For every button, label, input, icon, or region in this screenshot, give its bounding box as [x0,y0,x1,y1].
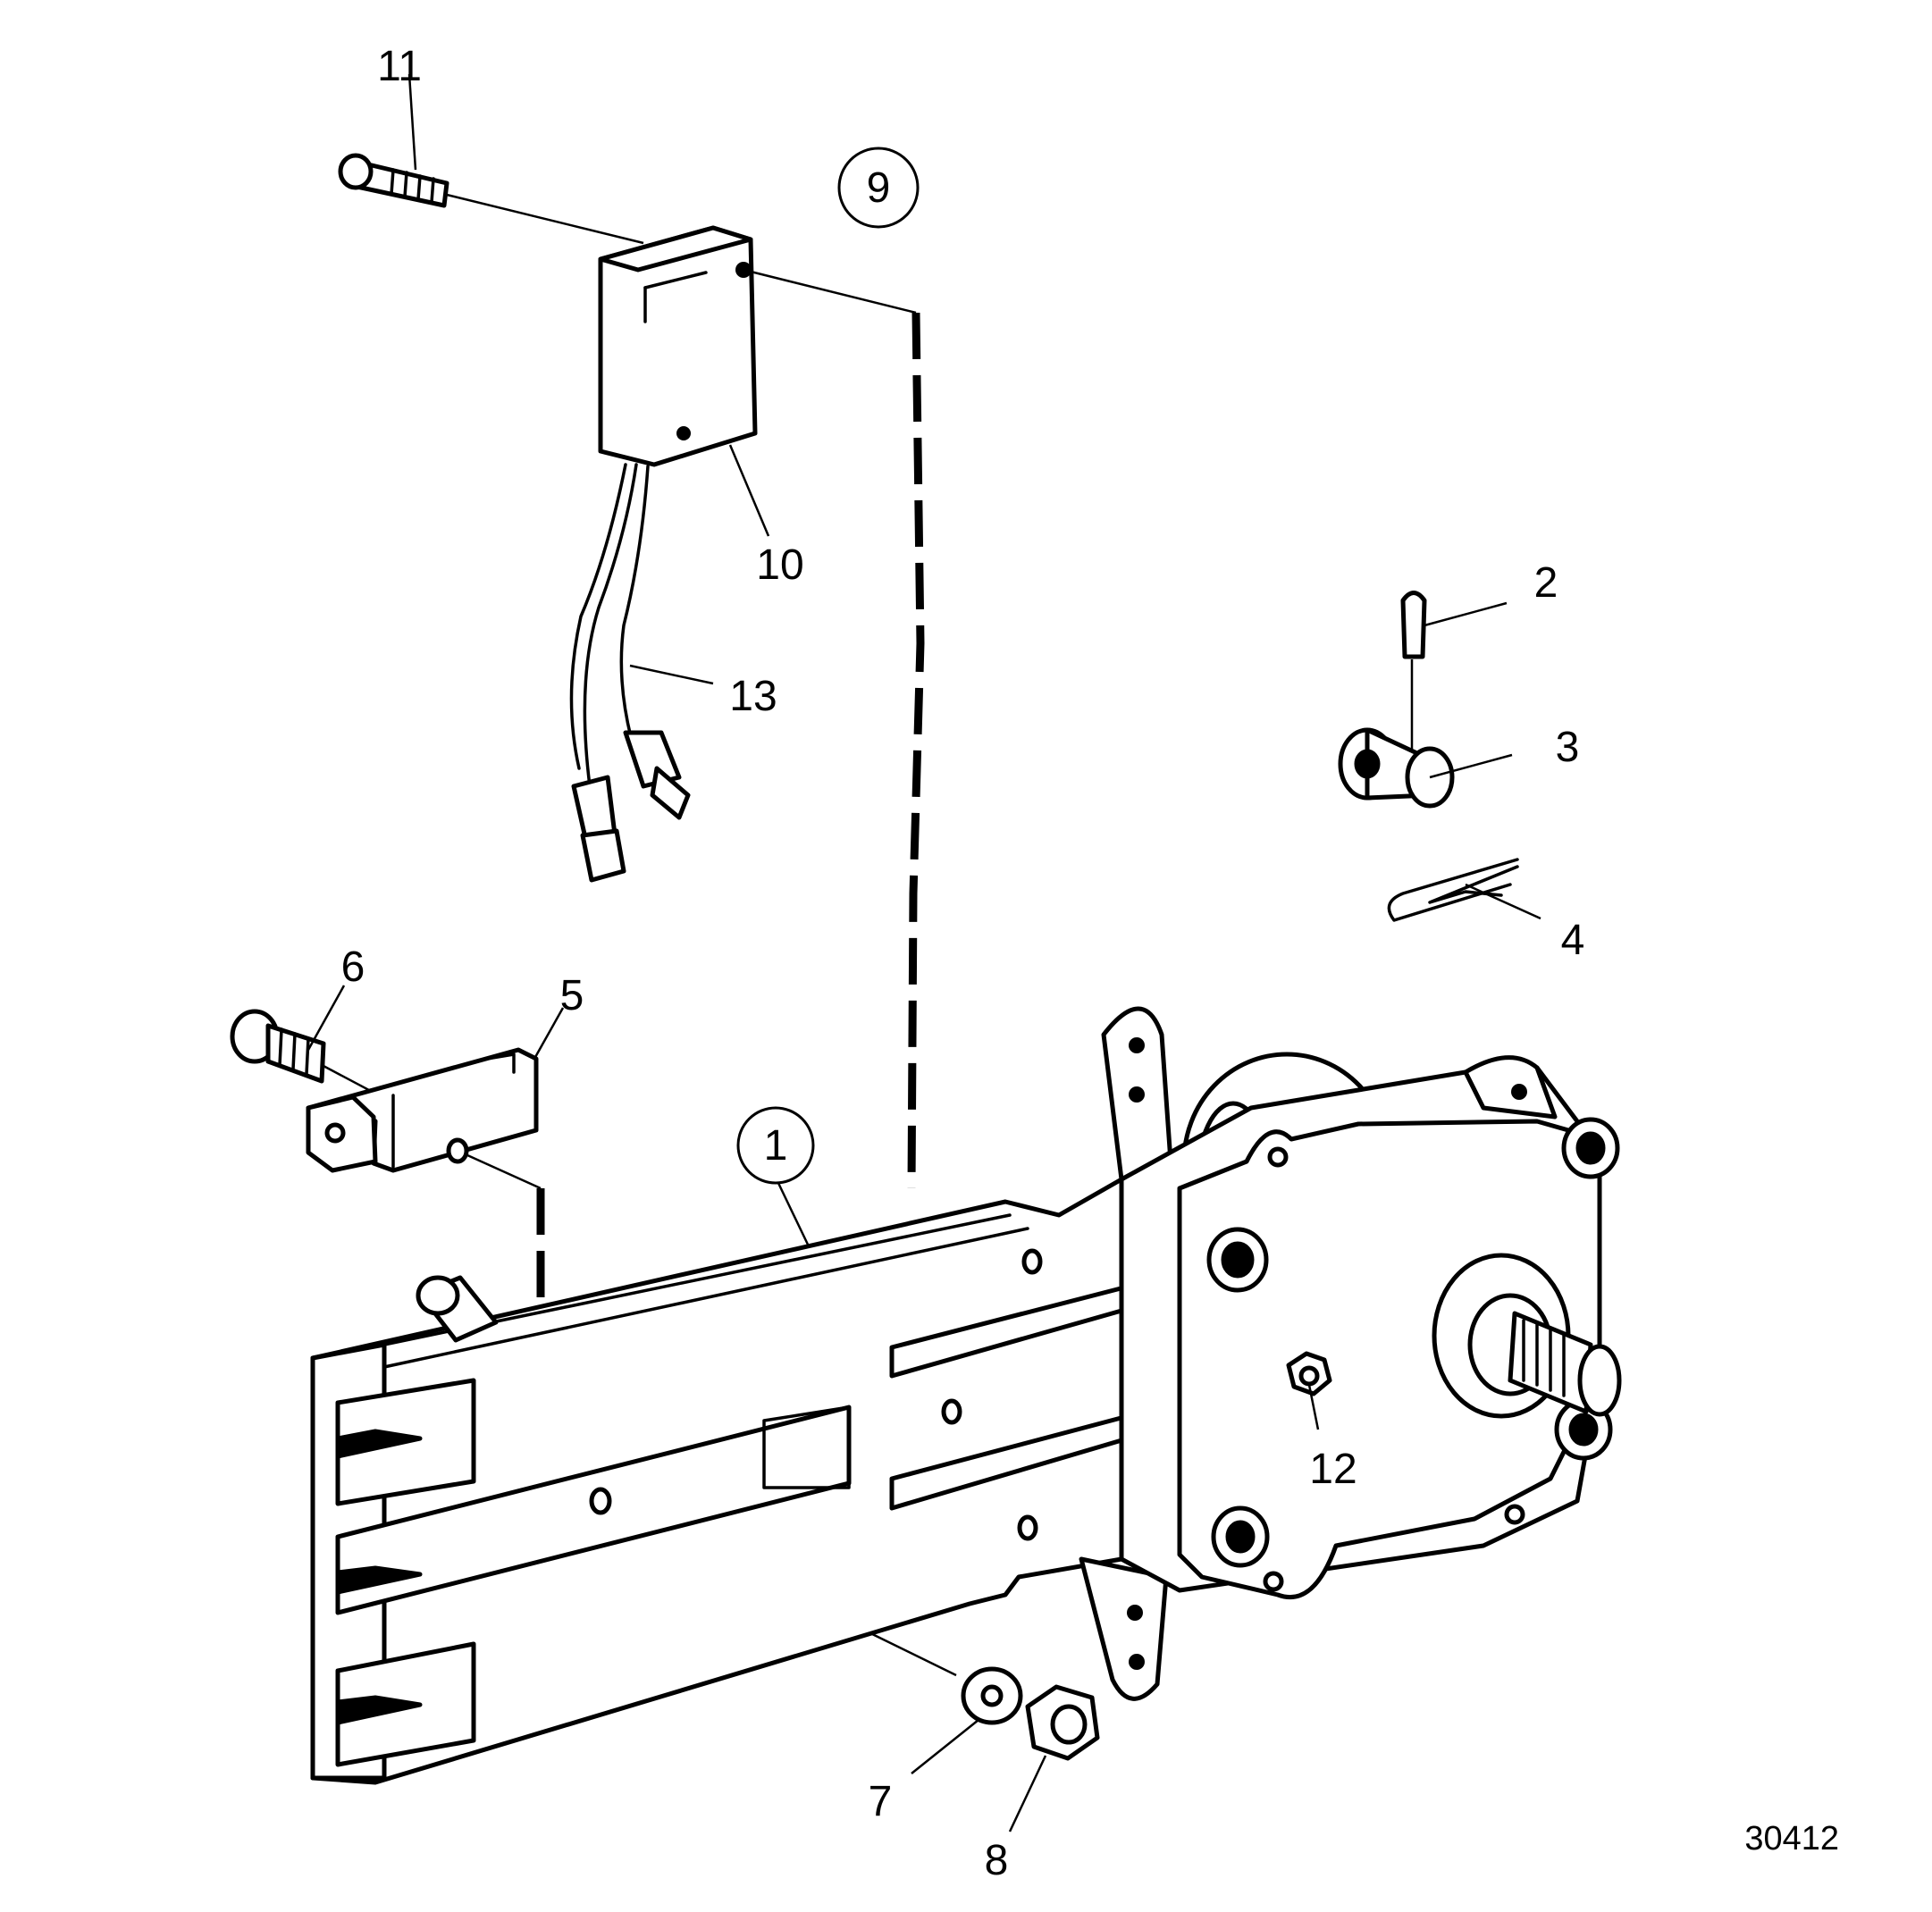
control-unit-10 [569,225,758,883]
callout-9-circle [837,147,920,229]
connector-2 [623,730,682,789]
callout-10: 10 [756,541,803,589]
pin-3 [1338,727,1455,809]
arm-lower [1079,1556,1169,1701]
callout-7: 7 [869,1778,893,1825]
gearbox-front-flange [1177,1119,1602,1600]
callout-6: 6 [341,943,365,991]
spring-clip-4 [1387,858,1519,922]
screw-6 [230,1009,326,1084]
callout-12: 12 [1309,1446,1357,1493]
cable-wire-1 [583,463,638,788]
callout-1-circle [736,1106,815,1185]
callout-9: 9 [867,164,891,212]
leader-11 [407,73,417,171]
callout-3: 3 [1556,724,1580,771]
leader-13 [629,664,714,685]
washer-7 [961,1666,1023,1725]
callout-1: 1 [764,1122,788,1170]
leader-2 [1424,601,1508,627]
leader-7 [911,1719,979,1774]
cable-wire-2 [619,465,650,739]
pivot-arm [1079,1006,1173,1701]
nut-8 [1025,1684,1100,1761]
callout-13: 13 [729,673,777,720]
leader-8 [1008,1755,1047,1832]
bracket-5 [306,1047,539,1173]
mounting-plate [310,1177,1130,1785]
leader-5 [533,1007,565,1060]
split-pin-2 [1400,591,1427,659]
assembly-line-screw-11 [446,193,644,245]
leader-1 [776,1180,811,1247]
leader-6 [307,985,346,1051]
dash-line-control-unit [907,312,925,1189]
leader-12 [1307,1384,1320,1430]
callout-labels: 1 2 3 4 5 6 7 8 9 10 11 12 13 [341,43,1585,1884]
callout-2: 2 [1534,559,1558,607]
gearbox-housing [1119,1055,1622,1600]
figure-number: 30412 [1744,1820,1839,1857]
leader-10 [728,444,770,537]
screw-11 [338,153,449,208]
leader-4 [1465,883,1541,920]
callout-5: 5 [560,972,584,1019]
gearbox-bosses [1206,1117,1620,1568]
output-shaft [1432,1253,1622,1419]
leader-3 [1429,753,1513,779]
callout-11: 11 [377,43,422,90]
assembly-line-unit-hole [743,268,917,314]
callout-4: 4 [1561,917,1585,964]
unit-top [598,225,753,273]
nut-12 [1286,1351,1332,1396]
callout-8: 8 [985,1837,1009,1884]
assembly-line-bracket-hole [457,1149,542,1190]
callout-leaders [307,73,1541,1832]
